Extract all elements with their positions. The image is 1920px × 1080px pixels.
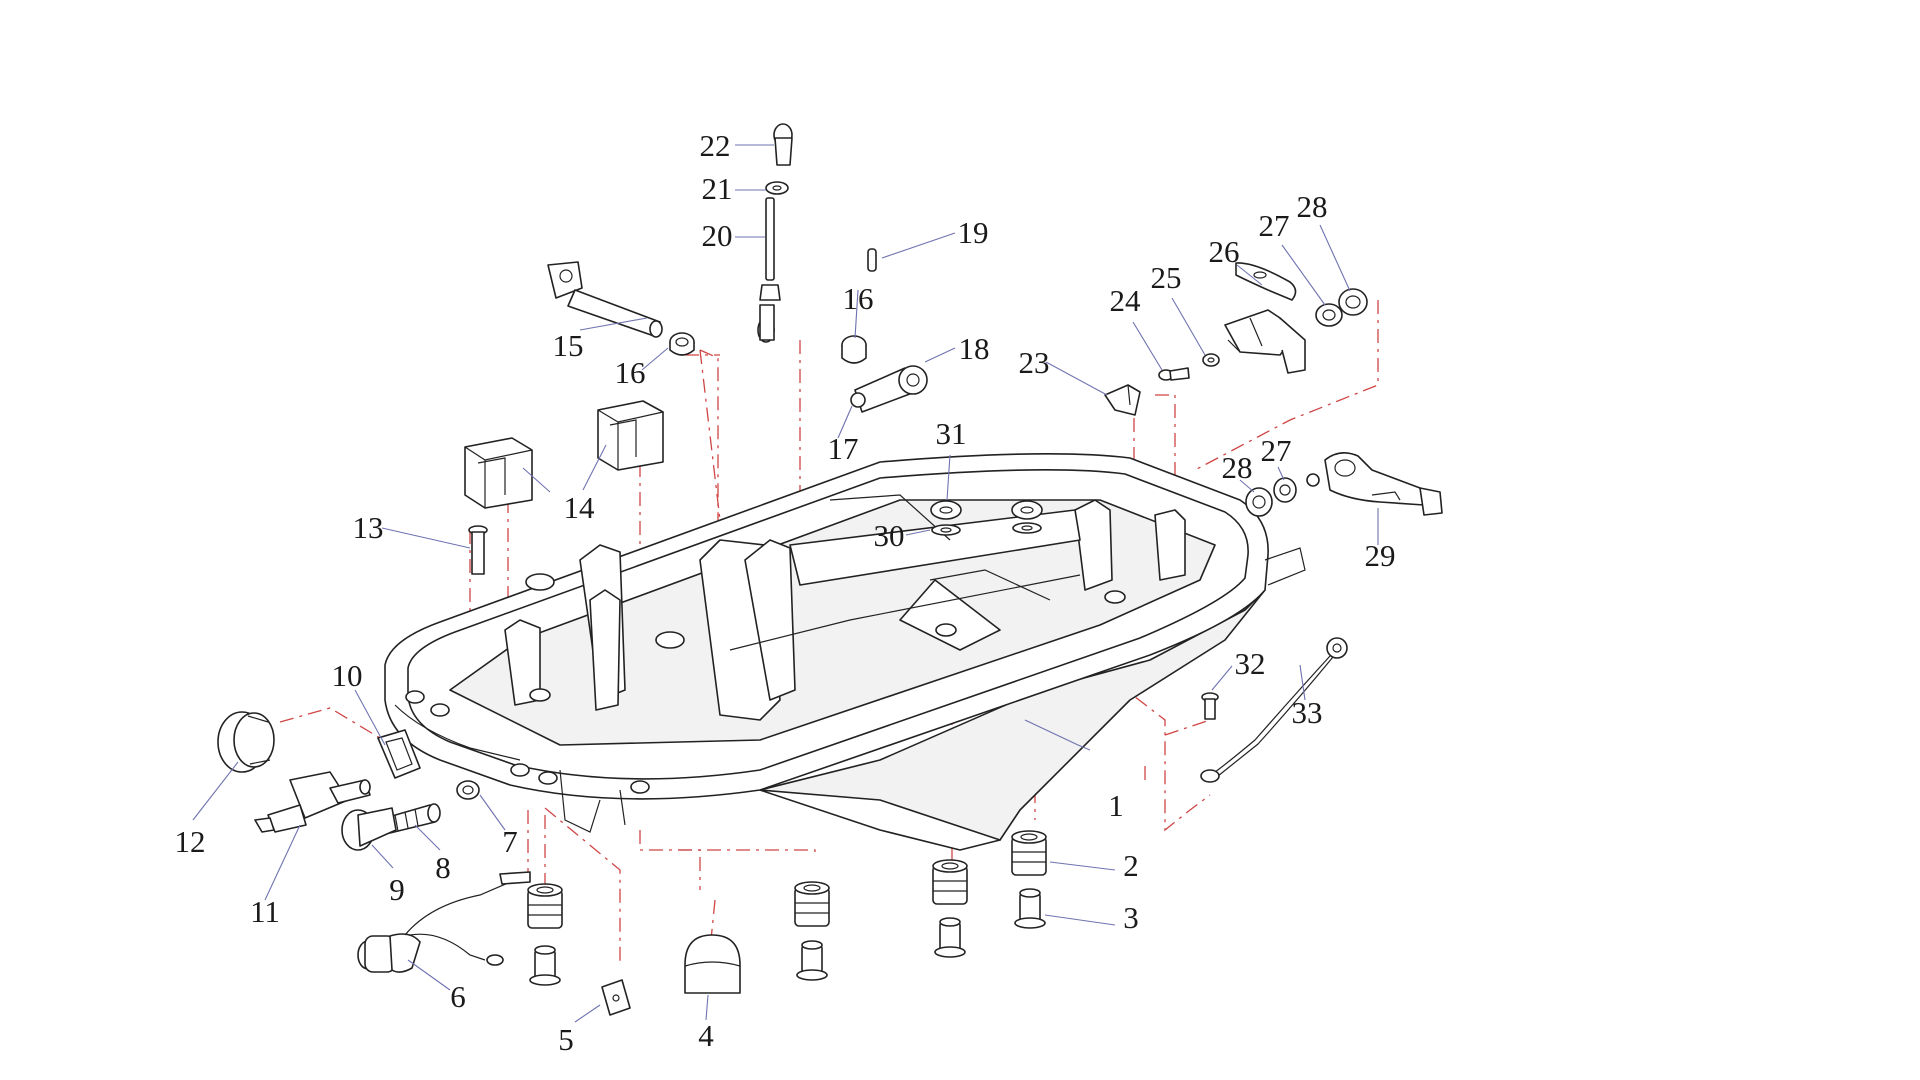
callout-3: 3 <box>1123 900 1139 935</box>
retaining-clip <box>456 780 480 800</box>
callout-32: 32 <box>1235 646 1266 681</box>
callout-28-lower: 28 <box>1222 450 1253 485</box>
collar-left <box>529 945 561 986</box>
callout-16-upper: 16 <box>843 281 874 316</box>
clip-nut <box>601 979 631 1016</box>
collar-left-center <box>796 940 828 981</box>
callout-10: 10 <box>332 658 363 693</box>
gasket <box>377 729 421 779</box>
flat-washer-lower <box>1245 487 1273 517</box>
mount-washer-right <box>1012 522 1042 534</box>
callout-31: 31 <box>936 416 967 451</box>
callout-17: 17 <box>828 431 859 466</box>
round-cap <box>217 711 275 773</box>
callout-27-upper: 27 <box>1259 208 1290 243</box>
spring-washer-upper <box>1315 303 1343 327</box>
callout-26: 26 <box>1209 234 1240 269</box>
rubber-grommet-center <box>932 859 968 905</box>
flat-washer-upper <box>1338 288 1368 316</box>
callout-16-left: 16 <box>615 355 646 390</box>
rubber-cap <box>684 934 741 994</box>
lever-shaft <box>547 261 663 338</box>
callout-25: 25 <box>1151 260 1182 295</box>
callout-8: 8 <box>435 850 451 885</box>
spring-washer-lower <box>1273 477 1297 503</box>
mount-nut-left <box>930 500 962 520</box>
ball-joint <box>773 123 793 166</box>
callout-29: 29 <box>1365 538 1396 573</box>
callout-30: 30 <box>874 518 905 553</box>
callout-19: 19 <box>958 215 989 250</box>
stop-switch <box>254 771 371 833</box>
bushing-upper <box>841 335 867 364</box>
rubber-grommet-left-center <box>794 881 830 927</box>
callout-12: 12 <box>175 824 206 859</box>
sensor-with-leads <box>357 871 531 973</box>
small-pin <box>867 248 877 272</box>
screw <box>1201 692 1219 720</box>
small-bracket <box>1104 384 1141 416</box>
callout-labels: 1 2 3 4 5 6 7 8 9 10 11 12 13 14 15 16 1… <box>175 128 1396 1057</box>
callout-1: 1 <box>1108 788 1124 823</box>
choke-knob <box>341 807 397 851</box>
callout-11: 11 <box>250 894 280 929</box>
callout-20: 20 <box>702 218 733 253</box>
callout-33: 33 <box>1292 695 1323 730</box>
mount-washer-left <box>931 524 961 536</box>
rubber-grommet-right <box>1011 830 1047 876</box>
callout-22: 22 <box>700 128 731 163</box>
throttle-link-arm <box>850 365 928 413</box>
callout-9: 9 <box>389 872 405 907</box>
bottom-cowling <box>384 453 1306 851</box>
collar-center <box>934 917 966 958</box>
hex-nut-small <box>765 181 789 195</box>
friction-plate <box>1235 262 1297 301</box>
callout-5: 5 <box>558 1022 574 1057</box>
rubber-grommet-left <box>527 883 563 929</box>
bolt <box>1158 367 1190 381</box>
callout-6: 6 <box>450 979 466 1014</box>
control-rod <box>757 197 781 343</box>
callout-28-upper: 28 <box>1297 189 1328 224</box>
callout-2: 2 <box>1123 848 1139 883</box>
callout-14: 14 <box>564 490 596 525</box>
washer <box>1202 353 1220 367</box>
callout-21: 21 <box>702 171 733 206</box>
callout-13: 13 <box>353 510 384 545</box>
mount-nut-right <box>1011 500 1043 520</box>
callout-27-lower: 27 <box>1261 433 1292 468</box>
ground-lanyard <box>1200 637 1348 783</box>
bushing-left <box>669 332 695 356</box>
callout-23: 23 <box>1019 345 1050 380</box>
callout-24: 24 <box>1110 283 1142 318</box>
callout-7: 7 <box>502 824 518 859</box>
rubber-block-right <box>597 400 664 471</box>
collar-right <box>1014 888 1046 929</box>
rubber-block-left <box>464 437 533 509</box>
callout-4: 4 <box>698 1018 714 1053</box>
callout-18: 18 <box>959 331 990 366</box>
pin <box>468 525 488 575</box>
shift-lever <box>1306 452 1443 516</box>
throttle-bracket <box>1224 309 1306 374</box>
leader-lines <box>192 144 1379 1023</box>
callout-15: 15 <box>553 328 584 363</box>
